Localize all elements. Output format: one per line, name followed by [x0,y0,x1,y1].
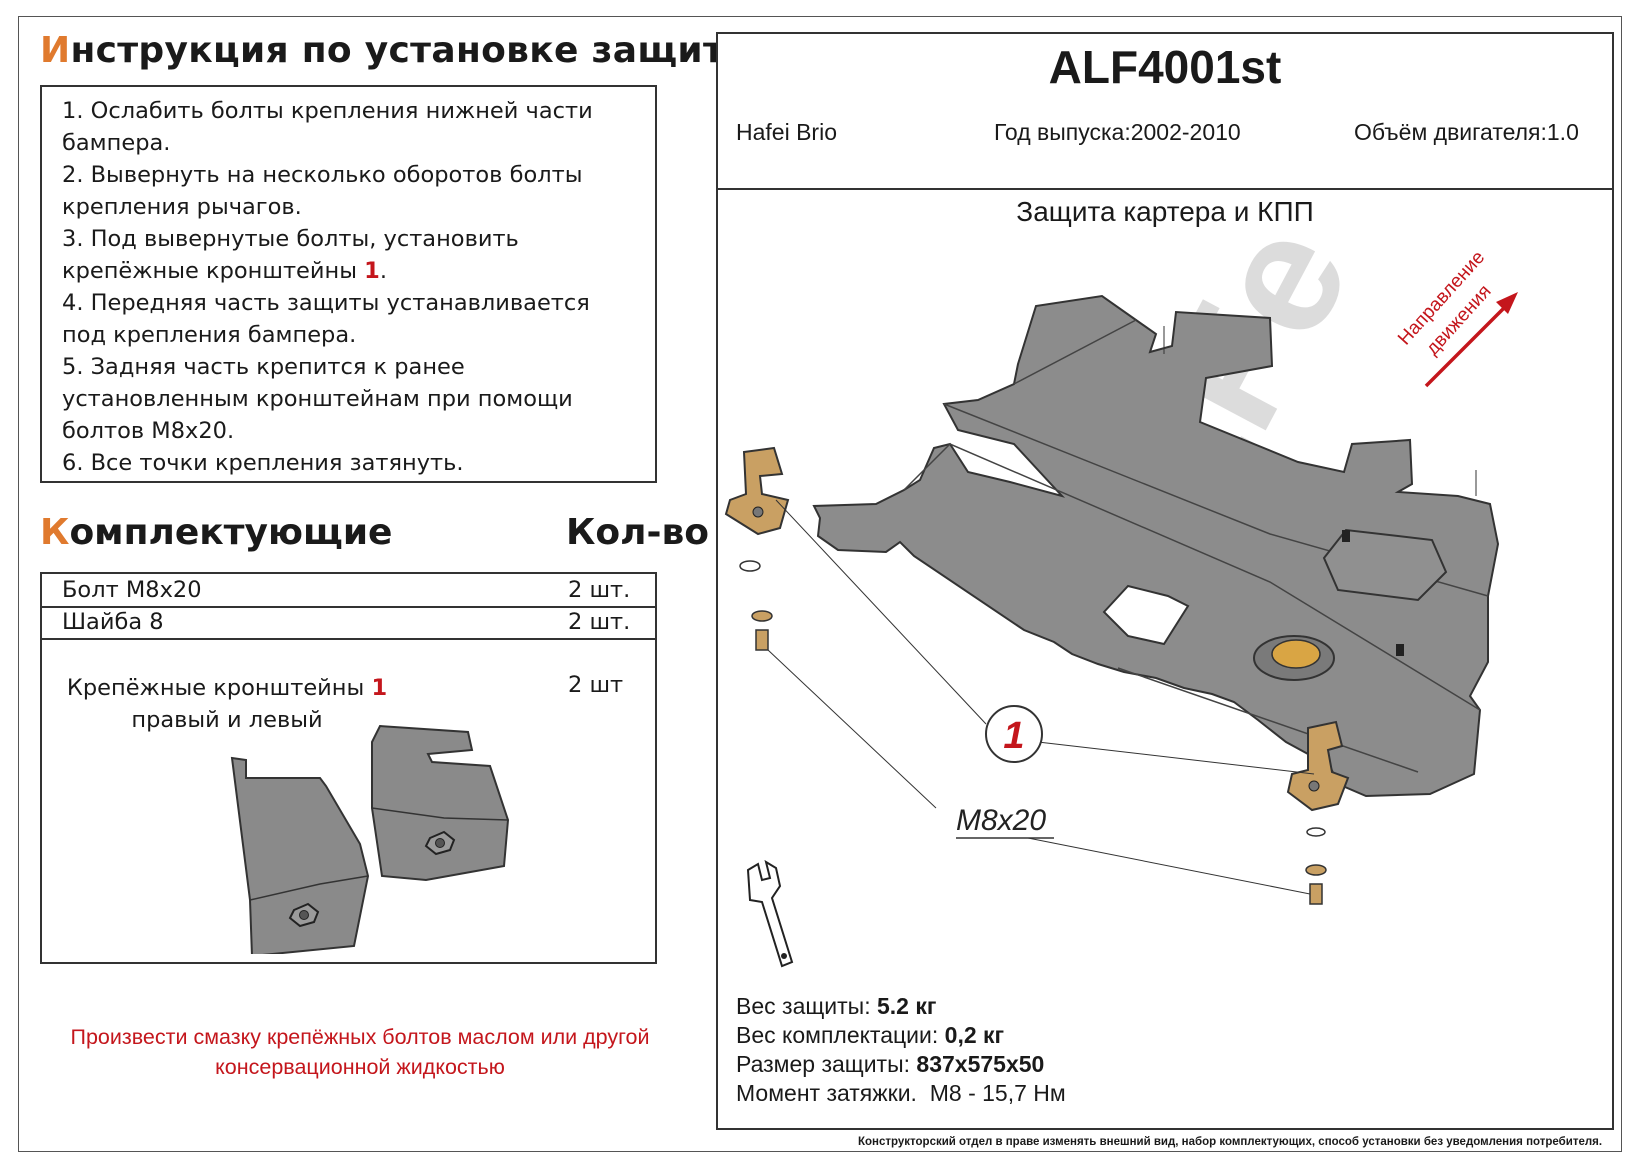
parts-row-washer: Шайба 8 2 шт. [42,606,655,640]
step-2: 2. Вывернуть на несколько оборотов болты… [62,162,583,220]
part-name: Шайба 8 [62,609,164,635]
skid-plate-drawing: ALFe [724,234,1518,968]
grease-note-line-2: консервационной жидкостью [215,1055,505,1079]
instructions-box: 1. Ослабить болты крепления нижней части… [40,85,657,483]
right-bracket-drawing [371,724,510,882]
left-bracket-drawing [230,756,370,954]
header-divider [718,188,1612,190]
step-3-end: . [379,258,387,284]
part-qty: 2 шт. [568,609,631,635]
callout-1: 1 [985,705,1043,763]
specs-block: Вес защиты: 5.2 кг Вес комплектации: 0,2… [736,992,1066,1108]
step-3-bracket-ref: 1 [364,258,380,284]
parts-table: Болт М8х20 2 шт. Шайба 8 2 шт. Крепёжные… [40,572,657,964]
instructions-title: Инструкция по установке защиты [40,30,757,71]
spec-torque-value: М8 - 15,7 Нм [929,1080,1066,1106]
spec-kit-value: 0,2 кг [944,1022,1005,1048]
brackets-name-line: Крепёжные кронштейны 1 [62,672,392,704]
product-panel: ALF4001st Hafei Brio Год выпуска:2002-20… [716,32,1614,1130]
parts-row-bolt: Болт М8х20 2 шт. [42,574,655,608]
qty-header: Кол-во [566,512,709,553]
bolt-label: M8x20 [956,804,1046,837]
callout-number: 1 [1003,715,1024,757]
spec-weight: Вес защиты: 5.2 кг [736,992,1066,1021]
step-6: 6. Все точки крепления затянуть. [62,450,464,476]
parts-title-text: омплектующие [69,512,393,553]
step-4: 4. Передняя часть защиты устанавливается… [62,290,590,348]
spec-weight-value: 5.2 кг [876,993,937,1019]
brackets-ref: 1 [371,675,388,701]
page-frame [18,16,1622,1152]
brackets-label: Крепёжные кронштейны 1 правый и левый [62,672,392,736]
footnote: Конструкторский отдел в праве изменять в… [858,1136,1603,1148]
product-code: ALF4001st [1048,41,1282,93]
step-5: 5. Задняя часть крепится к ранее установ… [62,354,573,444]
direction-arrow: Направление движения [1394,247,1518,388]
step-1: 1. Ослабить болты крепления нижней части… [62,98,593,156]
spec-torque-label: Момент затяжки. [736,1080,917,1106]
part-title: Защита картера и КПП [1016,196,1314,227]
square-cutout [1102,584,1190,646]
spec-kit-weight: Вес комплектации: 0,2 кг [736,1021,1066,1050]
left-mount-bracket [724,446,790,651]
grease-note: Произвести смазку крепёжных болтов масло… [30,1022,690,1082]
parts-title: Комплектующие [40,512,392,553]
brackets-name: Крепёжные кронштейны [66,675,365,701]
car-model: Hafei Brio [736,119,837,145]
parts-title-initial: К [40,512,70,553]
spec-torque: Момент затяжки. М8 - 15,7 Нм [736,1079,1066,1108]
brackets-qty: 2 шт [568,672,624,698]
production-years: Год выпуска:2002-2010 [994,119,1241,145]
part-name: Болт М8х20 [62,577,202,603]
spec-kit-label: Вес комплектации: [736,1022,939,1048]
grease-note-line-1: Произвести смазку крепёжных болтов масло… [70,1025,650,1049]
step-3: 3. Под вывернутые болты, установить креп… [62,223,635,287]
step-3-text: 3. Под вывернутые болты, установить креп… [62,226,519,284]
instructions-title-text: нструкция по установке защиты [70,30,757,71]
left-slot [739,560,761,572]
brackets-sub: правый и левый [131,707,323,733]
engine-volume: Объём двигателя:1.0 [1354,119,1579,145]
brackets-illustration [230,724,510,954]
wrench-icon [746,859,794,968]
spec-size-value: 837х575х50 [916,1051,1045,1077]
right-slot [1306,827,1326,837]
spec-size-label: Размер защиты: [736,1051,911,1077]
part-qty: 2 шт. [568,577,631,603]
instructions-title-initial: И [40,30,71,71]
spec-weight-label: Вес защиты: [736,993,871,1019]
spec-size: Размер защиты: 837х575х50 [736,1050,1066,1079]
